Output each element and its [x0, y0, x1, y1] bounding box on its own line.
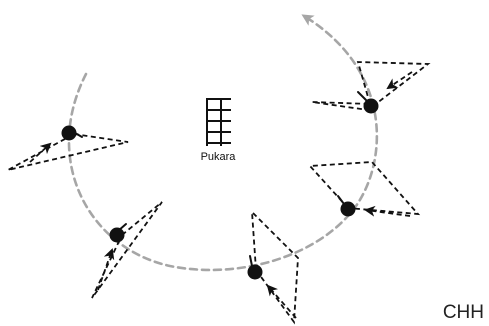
credit-label: CHH [443, 302, 484, 323]
observer-dot-icon [340, 201, 356, 217]
observer-dot-icon [109, 227, 125, 243]
sight-arrow [266, 284, 297, 319]
observer-dot-icon [363, 98, 379, 114]
view-fan [91, 201, 163, 299]
sight-arrow [97, 248, 115, 291]
sight-arrow [386, 71, 413, 90]
view-fan [250, 209, 299, 325]
sight-arrow [364, 205, 411, 217]
view-fan [311, 61, 431, 111]
station-left [7, 125, 129, 171]
station-lower-left [91, 201, 163, 299]
center-label: Pukara [201, 151, 237, 163]
station-upper-right [311, 61, 431, 114]
view-fan [308, 161, 421, 216]
circuit-path [67, 14, 379, 272]
station-lower-right [308, 161, 421, 217]
observer-dot-icon [61, 125, 77, 141]
observer-dot-icon [247, 264, 263, 280]
ladder-icon [206, 98, 231, 146]
station-bottom [247, 209, 299, 325]
sight-arrow [29, 142, 52, 163]
